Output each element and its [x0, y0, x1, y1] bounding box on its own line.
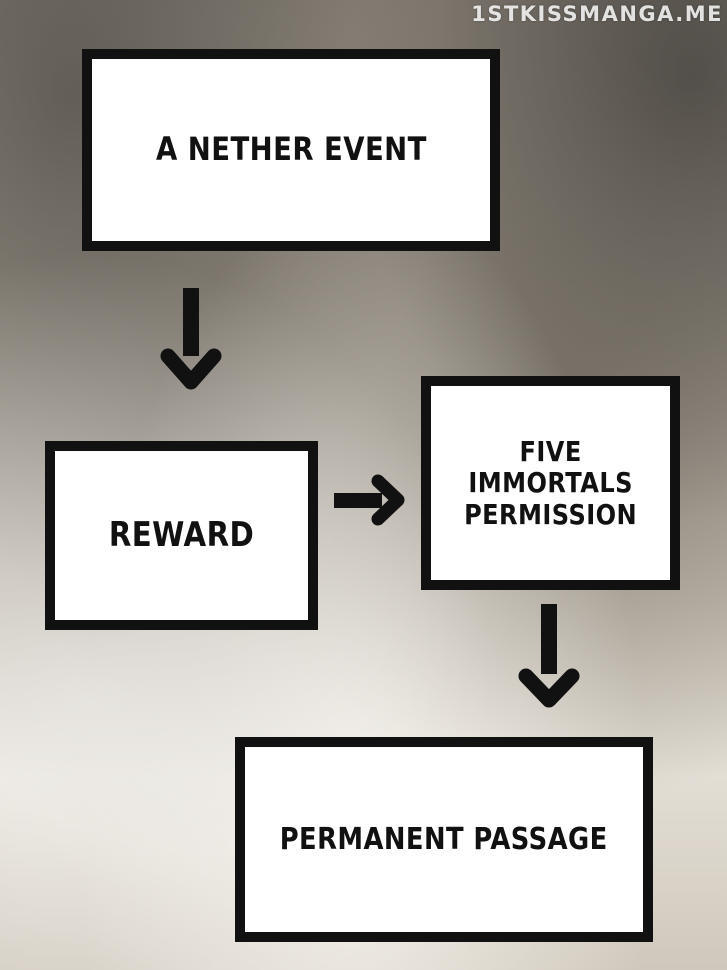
node-reward: REWARD: [45, 441, 318, 630]
arrow-right-icon: [334, 474, 405, 526]
arrow-down-icon: [518, 604, 580, 708]
node-label: REWARD: [108, 515, 255, 556]
node-label: A NETHER EVENT: [155, 130, 427, 169]
arrow-down-icon: [160, 288, 222, 390]
watermark-text: 1STKISSMANGA.ME: [471, 2, 723, 26]
node-permanent-passage: PERMANENT PASSAGE: [235, 737, 653, 942]
node-label: FIVE IMMORTALS PERMISSION: [463, 434, 638, 531]
node-five-immortals-permission: FIVE IMMORTALS PERMISSION: [421, 376, 680, 590]
node-label: PERMANENT PASSAGE: [279, 821, 609, 857]
node-nether-event: A NETHER EVENT: [82, 49, 500, 251]
